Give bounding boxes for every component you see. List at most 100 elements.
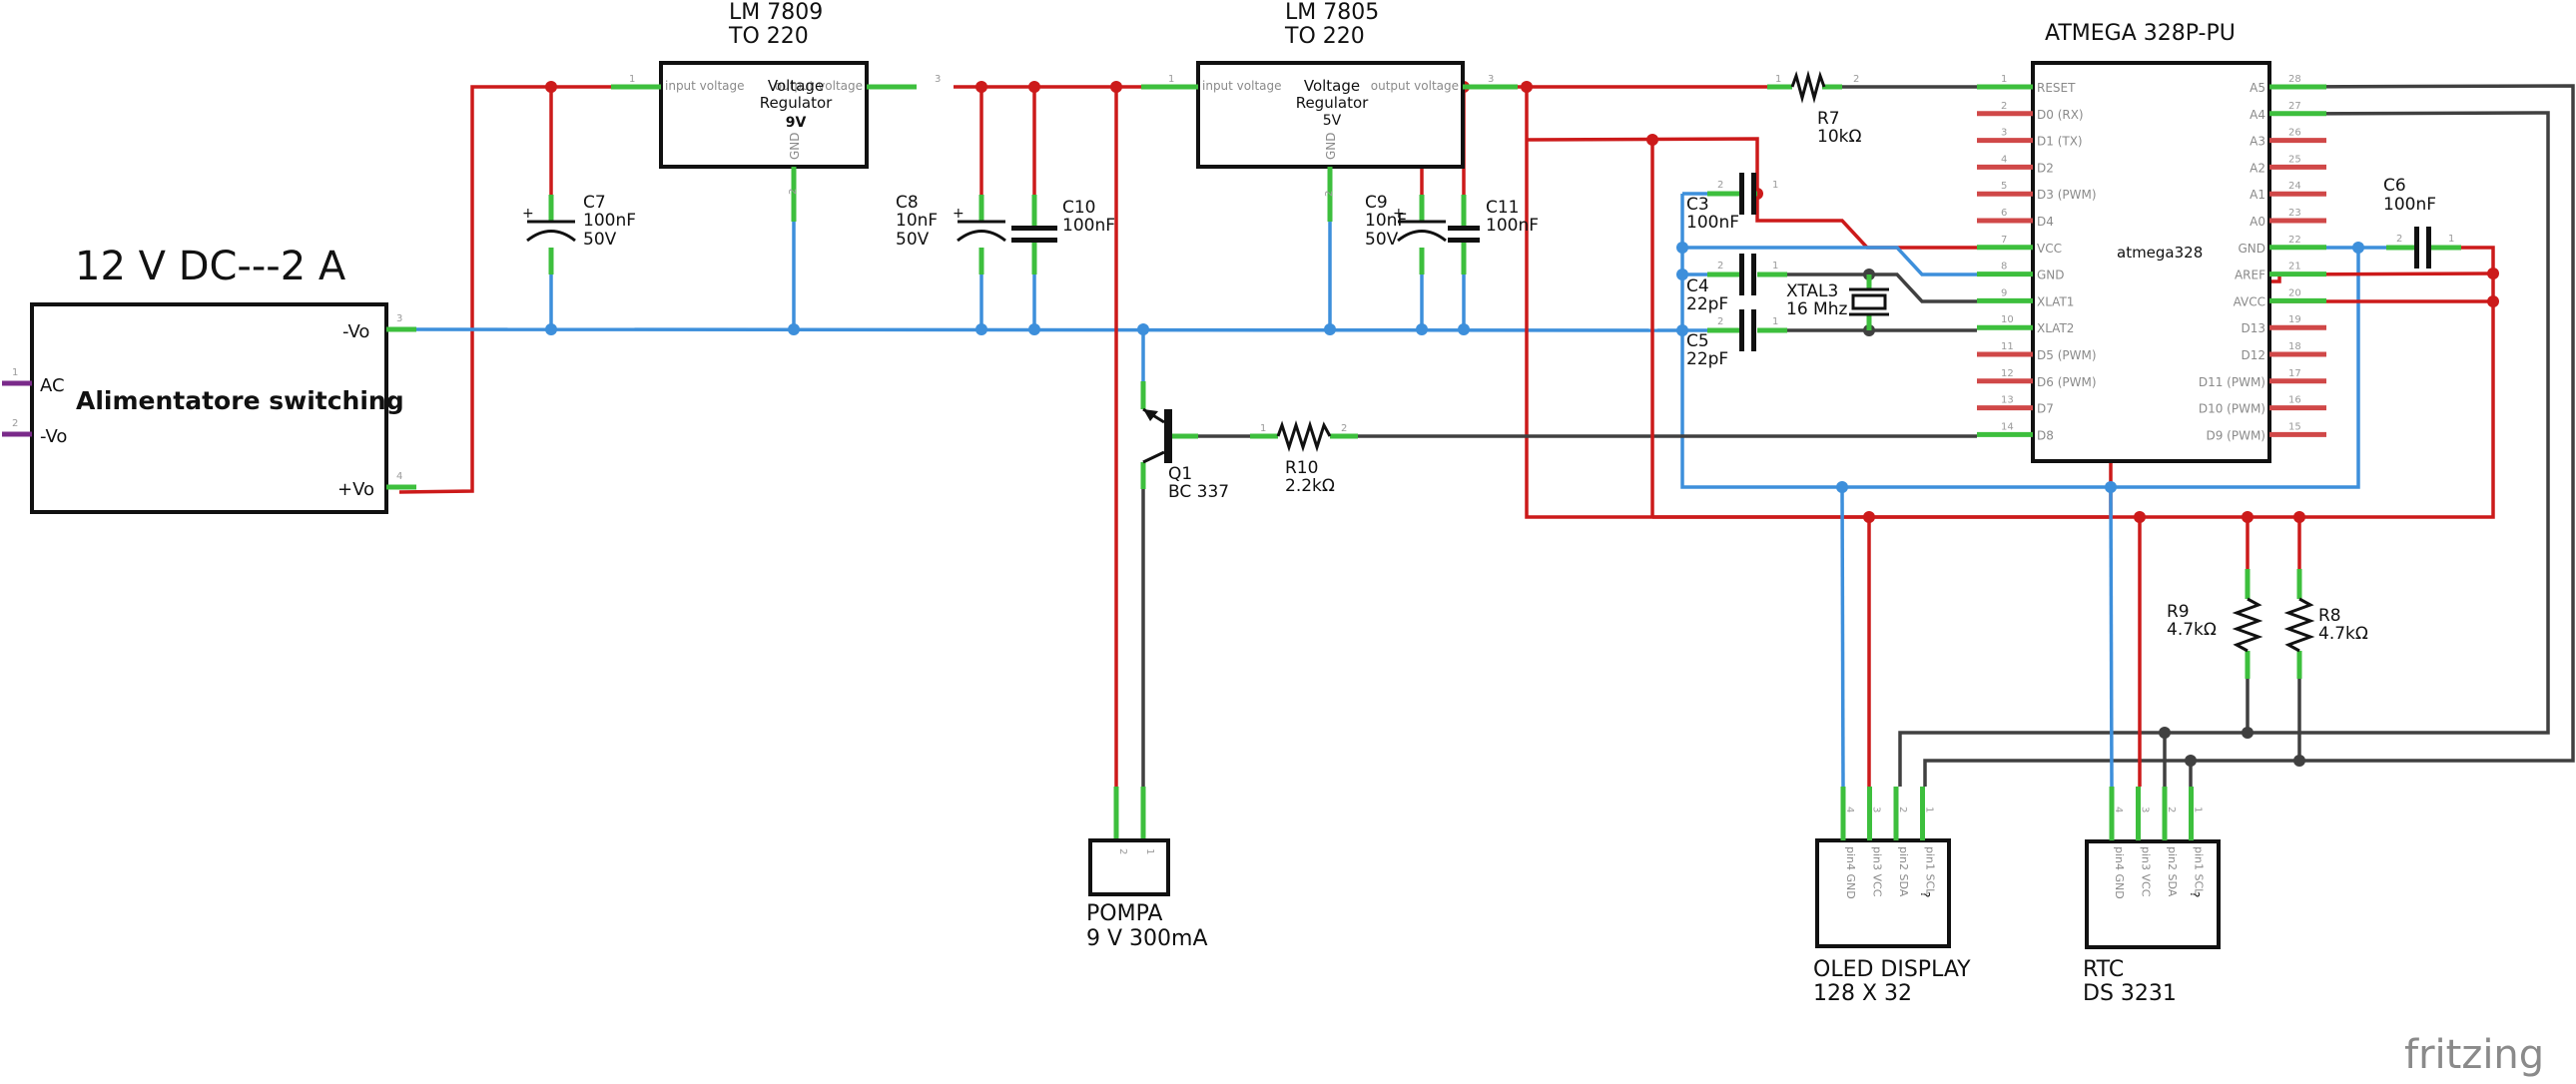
wire-gnd-rail[interactable] (398, 327, 1658, 332)
mcu-pin-5-label: D3 (PWM) (2037, 188, 2097, 202)
c4-pin1-num: 1 (1772, 261, 1778, 271)
c10-name: C10 (1062, 198, 1096, 218)
oled-pin-4-num: 4 (1844, 807, 1855, 813)
r10-value: 2.2kΩ (1285, 476, 1335, 496)
c5-value: 22pF (1686, 349, 1728, 369)
reg5-in-label: input voltage (1202, 79, 1282, 93)
rtc-title1: RTC (2083, 957, 2124, 982)
resistor-r7[interactable]: 1 2 R7 10kΩ (1767, 70, 1861, 147)
reg5-line3: 5V (1323, 113, 1342, 129)
mcu-pin-9-label: XLAT1 (2037, 294, 2074, 308)
wire-a5-scl[interactable] (1923, 84, 2575, 787)
c3-value: 100nF (1686, 213, 1739, 233)
mcu-pin-28-label: A5 (2250, 81, 2265, 95)
wire-gnd-mcu-bus[interactable] (1680, 194, 2360, 489)
r7-pin2-num: 2 (1853, 74, 1859, 85)
mcu-pin-3-label: D1 (TX) (2037, 135, 2083, 149)
r8-value: 4.7kΩ (2318, 624, 2368, 644)
c11-plate-top (1448, 226, 1480, 231)
wire-gnd-pin8[interactable] (1682, 246, 1977, 276)
capacitor-c6[interactable]: 2 1 C6 100nF (2383, 176, 2461, 269)
q1-base-bar (1164, 409, 1172, 463)
xtal-body (1851, 293, 1887, 310)
c9-voltage: 50V (1365, 230, 1399, 250)
wire-a4-sda[interactable] (1898, 111, 2550, 787)
c3-pin1-num: 1 (1772, 180, 1778, 191)
wire-5v-to-c3[interactable] (1526, 137, 1759, 194)
q1-value: BC 337 (1168, 482, 1229, 502)
capacitor-c9[interactable]: + C9 10nF 50V (1365, 193, 1447, 274)
resistor-r10[interactable]: 1 2 R10 2.2kΩ (1250, 420, 1358, 496)
crystal-xtal3[interactable]: XTAL3 16 Mhz (1786, 274, 1889, 330)
mcu-pin-19-label: D13 (2241, 321, 2265, 335)
rtc-title2: DS 3231 (2083, 981, 2177, 1006)
q1-emitter-arrow (1143, 409, 1158, 421)
fritzing-logo: fritzing (2404, 1032, 2544, 1078)
c8-plus-sign: + (953, 206, 965, 222)
mcu-pin-11-label: D5 (PWM) (2037, 348, 2097, 362)
mcu-pin-27-label: A4 (2250, 108, 2265, 122)
capacitor-c7[interactable]: + C7 100nF 50V (522, 193, 636, 274)
capacitor-c10[interactable]: C10 100nF (1011, 195, 1115, 274)
mcu-pin-23-num: 23 (2288, 208, 2301, 219)
oled-pin-3-num: 3 (1871, 807, 1882, 813)
wire-12v-rail[interactable] (398, 85, 619, 494)
c5-pin1-num: 1 (1772, 316, 1778, 327)
reg5-title2: TO 220 (1284, 24, 1365, 49)
capacitor-c4[interactable]: 2 1 C4 22pF (1686, 254, 1787, 314)
c9-value: 10nF (1365, 211, 1407, 231)
c8-name: C8 (896, 193, 919, 213)
r10-name: R10 (1285, 458, 1318, 478)
mcu-pin-20-label: AVCC (2234, 294, 2265, 308)
pump-value: 9 V 300mA (1086, 926, 1208, 951)
rtc-pin-4-label: pin4 GND (2113, 846, 2126, 899)
c6-pin2-num: 2 (2396, 234, 2402, 245)
psu-pin-plus-label: +Vo (337, 479, 374, 500)
mcu-pin-27-num: 27 (2288, 101, 2301, 112)
resistor-r9[interactable]: R9 4.7kΩ (2167, 569, 2263, 679)
resistor-r8[interactable]: R8 4.7kΩ (2283, 569, 2368, 679)
wire-vcc-pin7[interactable] (1755, 194, 1977, 250)
capacitor-c5[interactable]: 2 1 C5 22pF (1686, 309, 1787, 369)
c11-plate-bottom (1448, 238, 1480, 243)
mcu-pin-4-label: D2 (2037, 161, 2054, 175)
mcu-pin-12-num: 12 (2001, 368, 2014, 379)
oled-pin-2-num: 2 (1897, 807, 1908, 813)
wire-oled-gnd[interactable] (1840, 486, 1845, 788)
rtc-body (2085, 839, 2221, 949)
oled-pin-1-label: pin1 SCL (1924, 846, 1937, 895)
mcu-pin-10-label: XLAT2 (2037, 321, 2074, 335)
regulator-7809[interactable]: LM 7809 TO 220 1 3 2 input voltage outpu… (611, 0, 941, 222)
mcu-pin-9-num: 9 (2001, 287, 2007, 298)
pump-motor[interactable]: 2 1 POMPA 9 V 300mA (1086, 787, 1208, 951)
r7-value: 10kΩ (1817, 127, 1861, 147)
c5-plate-left (1739, 309, 1744, 351)
c6-name: C6 (2383, 176, 2406, 196)
capacitor-c3[interactable]: 2 1 C3 100nF (1686, 173, 1778, 233)
r10-pin2-num: 2 (1341, 423, 1347, 434)
c11-value: 100nF (1486, 216, 1539, 236)
mcu-pin-26-label: A3 (2250, 135, 2265, 149)
mcu-pin-16-label: D10 (PWM) (2199, 402, 2265, 416)
wire-rtc-gnd[interactable] (2109, 486, 2114, 788)
reg9-line3: 9V (786, 115, 807, 131)
oled-mark: ? (1918, 891, 1932, 897)
reg5-body (1196, 61, 1465, 169)
psu-module[interactable]: 12 V DC---2 A Alimentatore switching 1 2… (2, 244, 416, 514)
regulator-7805[interactable]: LM 7805 TO 220 1 3 2 input voltage outpu… (1141, 0, 1518, 222)
wire-xtal1[interactable] (1787, 272, 1977, 303)
transistor-q1[interactable]: Q1 BC 337 (1140, 381, 1229, 502)
c5-plate-right (1751, 309, 1756, 351)
capacitor-c8[interactable]: + C8 10nF 50V (896, 193, 1006, 274)
capacitor-c11[interactable]: C11 100nF (1448, 195, 1539, 274)
mcu-center-label: atmega328 (2117, 244, 2203, 262)
c8-plate-minus (957, 230, 1006, 243)
r7-zigzag (1790, 70, 1826, 104)
q1-collector-lead (1142, 450, 1165, 464)
mcu-pin-23-label: A0 (2250, 215, 2265, 229)
r10-pin1-num: 1 (1260, 423, 1266, 434)
